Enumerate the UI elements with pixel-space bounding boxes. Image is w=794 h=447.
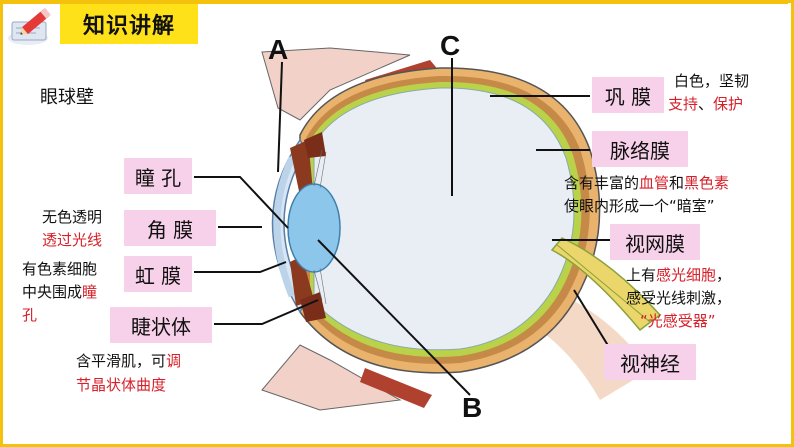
note-ciliary-1: 含平滑肌，可调: [76, 350, 181, 373]
lens-shape: [287, 183, 341, 273]
label-sclera-text: 巩 膜: [604, 84, 652, 109]
label-retina: 视网膜: [610, 224, 700, 260]
letter-b: B: [462, 392, 483, 423]
note-ciliary-1a: 含平滑肌，可: [76, 352, 167, 370]
note-iris-3: 孔: [22, 306, 38, 324]
note-choroid-1a: 含有丰富的: [564, 174, 640, 192]
note-retina-1b: 感光细胞: [656, 266, 717, 284]
note-retina-2: 感受光线刺激，: [626, 289, 732, 307]
lower-muscle: [360, 368, 432, 408]
eye-wall-heading: 眼球壁: [40, 87, 94, 108]
note-choroid-1b: 血管: [639, 174, 670, 192]
note-retina-1c: ，: [716, 266, 732, 284]
note-iris-2a: 中央围成: [22, 283, 83, 301]
label-cornea: 角 膜: [124, 210, 216, 246]
label-sclera: 巩 膜: [592, 77, 664, 113]
note-choroid-1: 含有丰富的血管和黑色素: [564, 172, 729, 195]
label-ciliary: 睫状体: [110, 307, 212, 343]
note-choroid-1c: 和: [669, 174, 685, 192]
pencil-icon: [8, 7, 51, 45]
label-cornea-text: 角 膜: [146, 217, 194, 242]
note-sclera-2c: 保护: [713, 95, 744, 113]
label-optic-nerve: 视神经: [604, 344, 696, 380]
label-ciliary-text: 睫状体: [131, 314, 191, 339]
ciliary-body: [300, 292, 326, 322]
note-sclera-1: 白色，坚韧: [674, 72, 750, 90]
label-pupil: 瞳 孔: [124, 158, 192, 194]
label-choroid: 脉络膜: [592, 131, 688, 167]
label-iris: 虹 膜: [124, 256, 192, 292]
note-iris-2: 中央围成瞳: [22, 281, 97, 304]
page-title: 知识讲解: [82, 14, 175, 39]
note-cornea-2: 透过光线: [42, 231, 103, 249]
note-choroid-1d: 黑色素: [684, 174, 730, 192]
note-sclera-2b: 、: [698, 95, 714, 113]
optic-nerve: [550, 237, 662, 332]
note-sclera-2: 支持、保护: [668, 93, 743, 116]
note-retina-1a: 上有: [626, 266, 657, 284]
upper-eyelid: [261, 47, 411, 121]
note-retina-1: 上有感光细胞，: [626, 264, 731, 287]
top-accent-bar: [0, 0, 788, 4]
note-retina-3: “光感受器”: [640, 312, 716, 330]
letter-c: C: [440, 30, 461, 61]
note-ciliary-1b: 调: [166, 352, 182, 370]
label-choroid-text: 脉络膜: [610, 138, 670, 163]
label-iris-text: 虹 膜: [134, 263, 182, 288]
note-iris-1: 有色素细胞: [22, 260, 98, 278]
label-retina-text: 视网膜: [625, 231, 685, 256]
note-cornea-1: 无色透明: [42, 208, 103, 226]
note-sclera-2a: 支持: [668, 95, 699, 113]
note-ciliary-2: 节晶状体曲度: [76, 376, 167, 394]
label-pupil-text: 瞳 孔: [134, 165, 182, 190]
iris-lower: [290, 256, 314, 306]
header-title-box: 知识讲解: [60, 4, 198, 44]
vitreous-body: [313, 87, 575, 351]
label-optic-nerve-text: 视神经: [620, 351, 680, 376]
letter-a: A: [268, 34, 289, 65]
note-iris-2b: 瞳: [82, 283, 98, 301]
note-choroid-2: 使眼内形成一个“暗室”: [564, 197, 715, 215]
